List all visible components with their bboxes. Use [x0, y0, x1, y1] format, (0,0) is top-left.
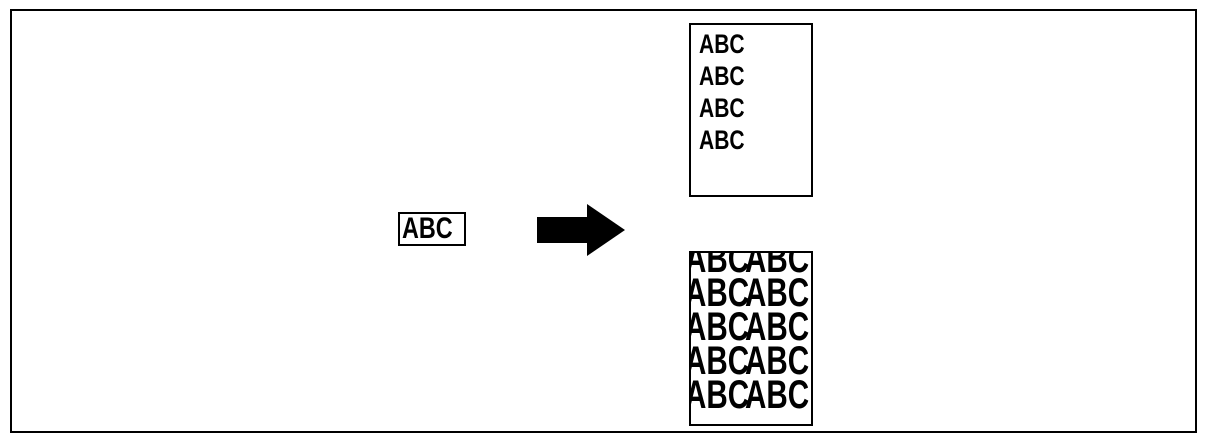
- output-sheet-repeat: ABC ABC ABC ABC ABC ABC ABC ABC ABC ABC: [689, 251, 813, 426]
- right-arrow-icon: [537, 204, 625, 256]
- repeat-tile: ABC: [745, 271, 810, 315]
- repeat-tile: ABC: [745, 305, 810, 349]
- original-text-box: ABC: [398, 212, 466, 246]
- sheet-line: ABC: [699, 61, 745, 91]
- diagram-frame: [10, 9, 1197, 433]
- repeat-tile: ABC: [745, 251, 810, 281]
- repeat-tile: ABC: [689, 305, 750, 349]
- repeat-tile: ABC: [689, 373, 750, 417]
- sheet-line: ABC: [699, 93, 745, 123]
- repeat-tile: ABC: [689, 339, 750, 383]
- repeat-tile: ABC: [689, 251, 750, 281]
- sheet-line: ABC: [699, 125, 745, 155]
- repeat-tile: ABC: [745, 373, 810, 417]
- original-text: ABC: [402, 212, 453, 245]
- repeat-tile: ABC: [689, 271, 750, 315]
- sheet-line: ABC: [699, 29, 745, 59]
- output-sheet-single: ABC ABC ABC ABC: [689, 23, 813, 197]
- repeat-tile: ABC: [745, 339, 810, 383]
